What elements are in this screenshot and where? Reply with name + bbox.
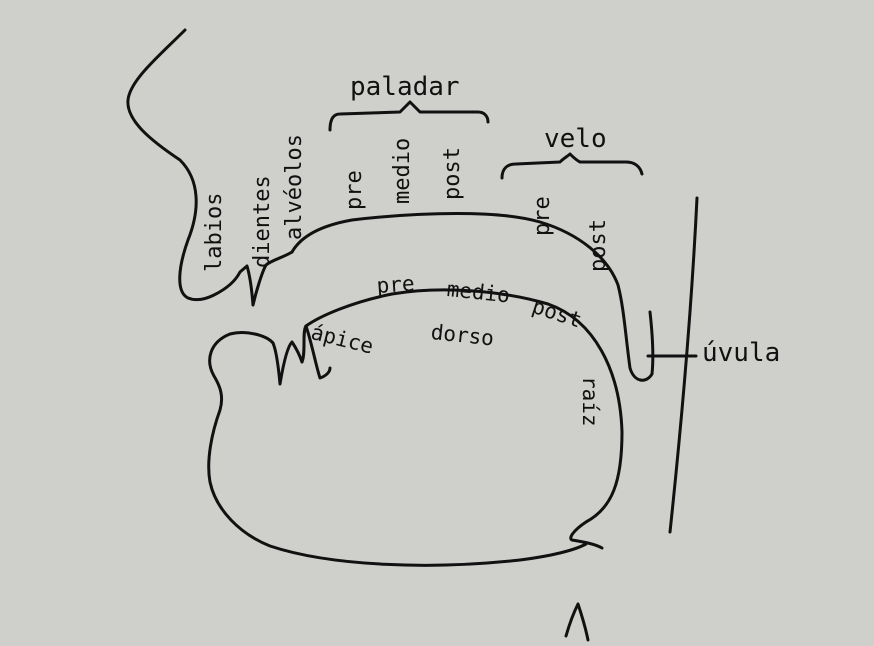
label-velum-post: post bbox=[588, 219, 610, 272]
lower-teeth-outline bbox=[273, 342, 302, 384]
label-alveolos: alvéolos bbox=[284, 134, 306, 240]
label-raiz: raíz bbox=[579, 376, 600, 427]
label-paladar: paladar bbox=[350, 74, 460, 100]
pharynx-wall bbox=[670, 198, 697, 532]
paladar-brace bbox=[330, 102, 488, 130]
label-labios: labios bbox=[204, 193, 226, 272]
label-dientes: dientes bbox=[252, 175, 274, 268]
label-palate-post: post bbox=[442, 147, 464, 200]
label-uvula: úvula bbox=[702, 340, 780, 366]
lower-lip-outline bbox=[209, 333, 586, 566]
label-tongue-pre: pre bbox=[376, 273, 415, 297]
label-palate-pre: pre bbox=[344, 170, 366, 210]
velo-brace bbox=[502, 154, 642, 178]
label-velum-pre: pre bbox=[532, 196, 554, 236]
label-palate-medio: medio bbox=[392, 138, 414, 204]
label-velo: velo bbox=[544, 126, 607, 152]
epiglottis-outline bbox=[566, 604, 588, 640]
